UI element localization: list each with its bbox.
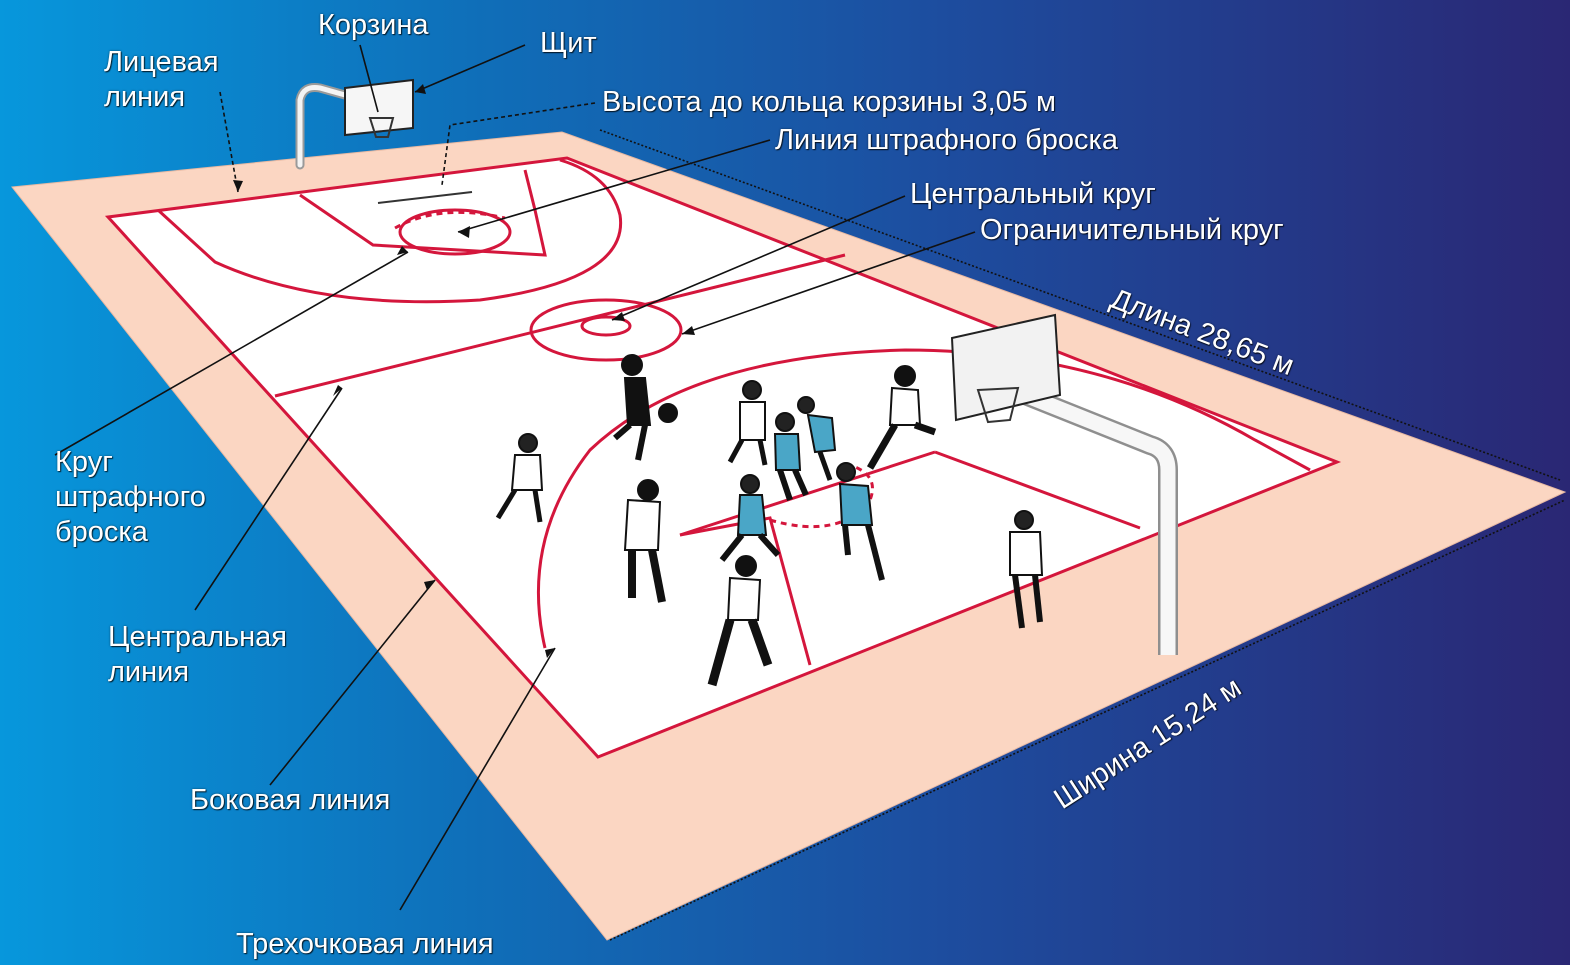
label-free-throw-circle-line2: штрафного [55, 480, 206, 515]
label-endline-line2: линия [104, 80, 185, 115]
label-center-line-line1: Центральная [108, 620, 287, 655]
label-endline-line1: Лицевая [104, 45, 219, 80]
label-backboard: Щит [540, 26, 597, 61]
label-restraining-circle: Ограничительный круг [980, 213, 1284, 248]
label-basket: Корзина [318, 8, 428, 43]
label-three-point-line: Трехочковая линия [236, 927, 494, 962]
label-center-line-line2: линия [108, 655, 189, 690]
label-free-throw-circle-line3: броска [55, 515, 148, 550]
far-backboard [345, 80, 413, 135]
label-rim-height: Высота до кольца корзины 3,05 м [602, 85, 1056, 120]
leader-backboard [415, 45, 525, 92]
label-sideline: Боковая линия [190, 783, 390, 818]
label-center-circle: Центральный круг [910, 177, 1156, 212]
far-basket-stand [300, 88, 345, 166]
label-free-throw-circle-line1: Круг [55, 445, 113, 480]
label-free-throw-line: Линия штрафного броска [775, 123, 1118, 158]
